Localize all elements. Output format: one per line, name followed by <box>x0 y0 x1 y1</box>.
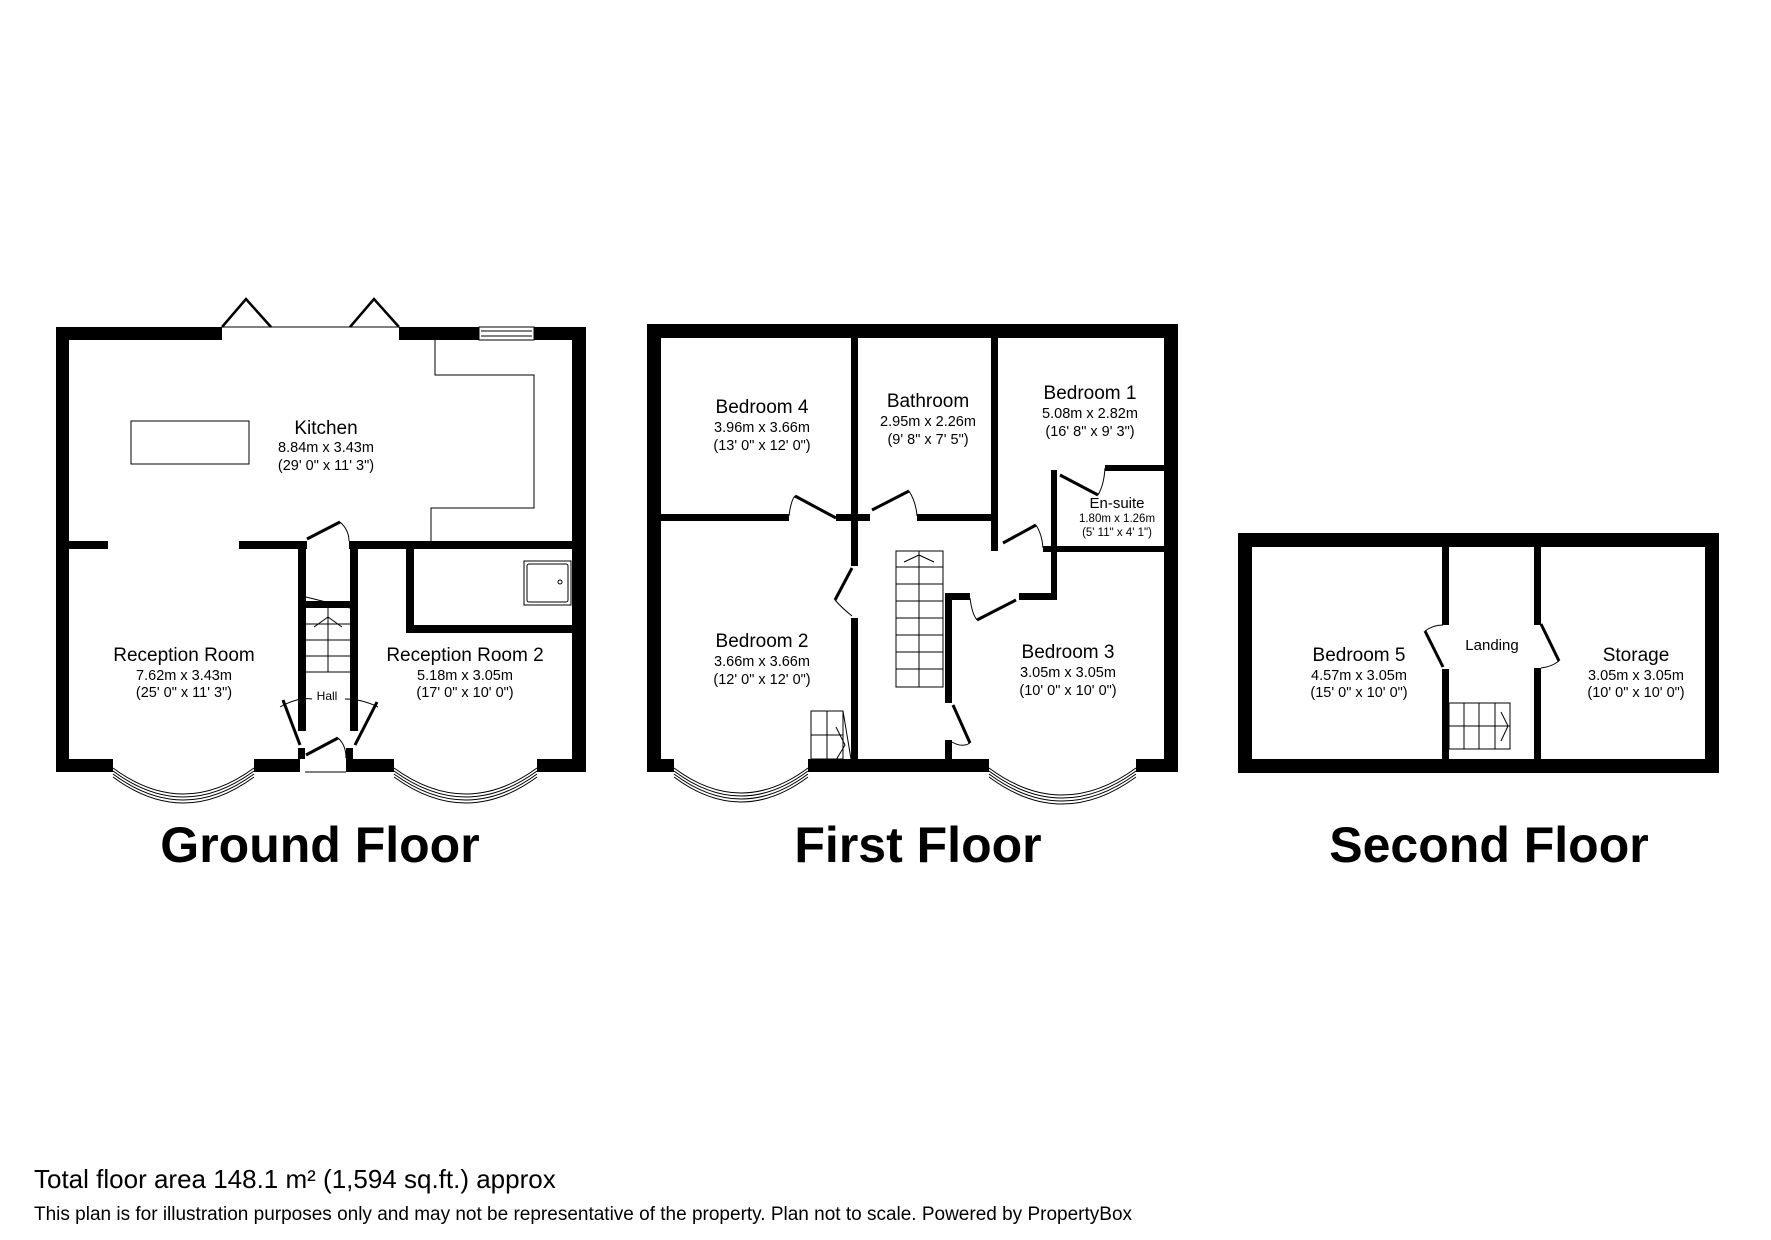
room-dimensions-imperial: (5' 11" x 4' 1") <box>1082 527 1152 539</box>
room-dimensions-metric: 1.80m x 1.26m <box>1079 513 1155 525</box>
floor-title: Ground Floor <box>160 817 479 873</box>
staircase-icon <box>305 596 351 673</box>
room-name: Bedroom 1 <box>1044 383 1137 404</box>
room-name: Bedroom 4 <box>716 397 809 418</box>
staircase-icon <box>810 710 852 761</box>
room-dimensions-imperial: (17' 0" x 10' 0") <box>416 685 513 701</box>
room-name: Reception Room 2 <box>386 645 543 666</box>
window-icon <box>478 326 535 341</box>
room-dimensions-imperial: (10' 0" x 10' 0") <box>1019 683 1116 699</box>
disclaimer: This plan is for illustration purposes o… <box>34 1204 1133 1225</box>
room-name: Bedroom 2 <box>716 631 809 652</box>
kitchen-island <box>130 420 250 465</box>
room-dimensions-imperial: (10' 0" x 10' 0") <box>1587 685 1684 701</box>
room-dimensions-imperial: (29' 0" x 11' 3") <box>278 458 374 474</box>
room-dimensions-metric: 2.95m x 2.26m <box>880 414 976 430</box>
wall <box>572 327 586 772</box>
room-dimensions-metric: 3.05m x 3.05m <box>1588 668 1684 684</box>
wall <box>346 759 394 772</box>
room-name: Kitchen <box>294 418 357 439</box>
ground-floor-plan: Kitchen 8.84m x 3.43m (29' 0" x 11' 3") … <box>56 297 586 873</box>
room-dimensions-metric: 5.18m x 3.05m <box>417 668 513 684</box>
floor-title: Second Floor <box>1329 817 1648 873</box>
total-floor-area: Total floor area 148.1 m² (1,594 sq.ft.)… <box>34 1164 556 1194</box>
room-dimensions-metric: 3.96m x 3.66m <box>714 420 810 436</box>
room-name: Storage <box>1603 645 1670 666</box>
kitchen-counter <box>430 340 535 541</box>
room-name: Hall <box>317 689 338 703</box>
wall <box>537 759 586 772</box>
room-dimensions-metric: 3.66m x 3.66m <box>714 654 810 670</box>
room-dimensions-metric: 7.62m x 3.43m <box>136 668 232 684</box>
room-name: Bathroom <box>887 391 969 412</box>
staircase-icon <box>895 550 944 688</box>
floor-title: First Floor <box>794 817 1041 873</box>
room-dimensions-metric: 5.08m x 2.82m <box>1042 406 1138 422</box>
room-dimensions-metric: 3.05m x 3.05m <box>1020 665 1116 681</box>
bay-window-icon <box>112 767 255 804</box>
bay-window-icon <box>393 767 538 804</box>
room-dimensions-imperial: (25' 0" x 11' 3") <box>136 685 232 701</box>
wall <box>254 759 300 772</box>
room-dimensions-metric: 4.57m x 3.05m <box>1311 668 1407 684</box>
room-name: Reception Room <box>113 645 255 666</box>
room-name: Bedroom 5 <box>1313 645 1406 666</box>
room-name: Bedroom 3 <box>1022 642 1115 663</box>
staircase-icon <box>1448 702 1511 750</box>
wall <box>56 327 69 772</box>
second-floor-plan: Bedroom 5 4.57m x 3.05m (15' 0" x 10' 0"… <box>1238 533 1719 873</box>
wall <box>56 327 222 340</box>
room-dimensions-metric: 8.84m x 3.43m <box>278 440 374 456</box>
room-name: Landing <box>1465 637 1518 654</box>
room-dimensions-imperial: (13' 0" x 12' 0") <box>713 438 810 454</box>
bay-window-icon <box>673 767 809 803</box>
room-dimensions-imperial: (9' 8" x 7' 5") <box>887 432 968 448</box>
wall <box>534 327 586 340</box>
french-door-icon <box>349 297 400 328</box>
room-dimensions-imperial: (16' 8" x 9' 3") <box>1045 424 1134 440</box>
first-floor-plan: Bedroom 4 3.96m x 3.66m (13' 0" x 12' 0"… <box>647 324 1178 873</box>
room-dimensions-imperial: (15' 0" x 10' 0") <box>1310 685 1407 701</box>
sink-icon <box>523 560 572 606</box>
bay-window-icon <box>988 767 1137 805</box>
room-dimensions-imperial: (12' 0" x 12' 0") <box>713 672 810 688</box>
wall <box>56 759 113 772</box>
french-door-icon <box>221 297 272 328</box>
room-name: En-suite <box>1089 495 1144 512</box>
wall <box>399 327 479 340</box>
